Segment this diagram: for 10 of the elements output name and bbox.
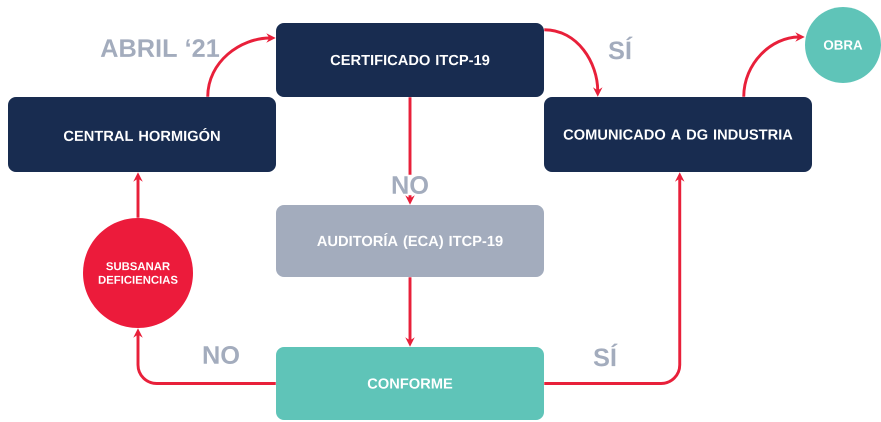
edge-label: ABRIL ‘21 <box>98 38 222 58</box>
process-box: COMUNICADO A DG INDUSTRIA <box>544 97 812 172</box>
edge-label: SÍ <box>606 35 634 61</box>
edge-label: NO <box>200 344 242 366</box>
edge-label: SÍ <box>592 342 618 368</box>
decision-box: CONFORME <box>276 347 544 420</box>
edge-label: NO <box>390 174 430 196</box>
process-box: CERTIFICADO ITCP-19 <box>276 23 544 97</box>
process-box: AUDITORÍA (ECA) ITCP-19 <box>276 205 544 277</box>
process-box: CENTRAL HORMIGÓN <box>8 97 276 172</box>
